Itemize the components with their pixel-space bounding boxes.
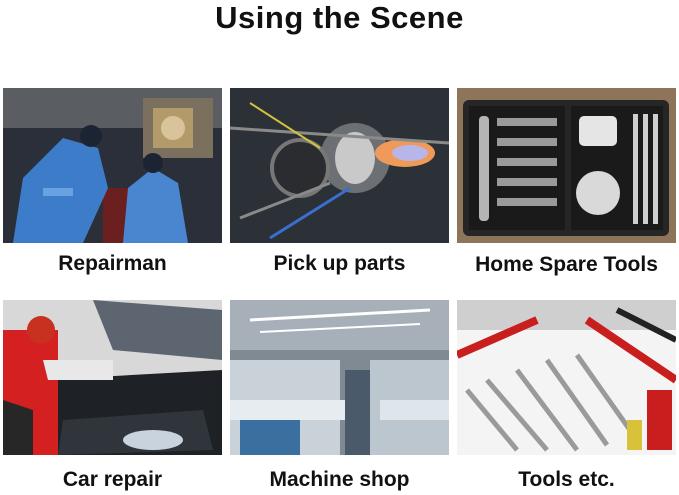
home-spare-tools-caption: Home Spare Tools (475, 253, 658, 276)
repairman-photo (3, 88, 222, 243)
machine-shop-caption: Machine shop (269, 468, 410, 491)
pick-up-parts-caption: Pick up parts (273, 252, 406, 275)
home-spare-tools-photo (457, 88, 676, 243)
pick-up-parts-photo (230, 88, 449, 243)
repairman-caption: Repairman (58, 252, 167, 275)
tools-etc-caption: Tools etc. (518, 468, 615, 491)
tools-etc-photo (457, 300, 676, 455)
car-repair-caption: Car repair (62, 468, 163, 491)
page-title: Using the Scene (215, 0, 464, 35)
car-repair-photo (3, 300, 222, 455)
machine-shop-photo (230, 300, 449, 455)
